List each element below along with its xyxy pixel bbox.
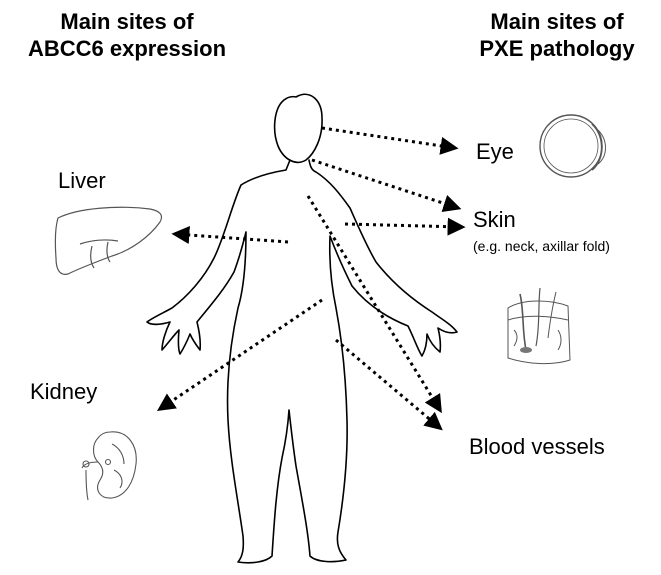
skin-icon (508, 288, 570, 364)
label-kidney: Kidney (30, 380, 97, 404)
arrow-to-skin (312, 160, 458, 208)
arrow-to-vessels-1 (308, 196, 440, 410)
arrow-to-skin-2 (345, 224, 462, 227)
arrow-to-eye (322, 128, 455, 148)
kidney-icon (82, 432, 136, 500)
label-eye: Eye (476, 140, 514, 164)
arrow-to-liver (175, 234, 288, 242)
label-blood-vessels: Blood vessels (469, 435, 605, 459)
arrow-to-kidney (160, 300, 322, 409)
liver-icon (55, 207, 161, 274)
label-skin-note: (e.g. neck, axillar fold) (473, 238, 610, 254)
label-skin: Skin (473, 208, 516, 232)
arrow-to-vessels-2 (336, 340, 440, 428)
label-liver: Liver (58, 169, 106, 193)
human-body-outline (147, 94, 457, 562)
arrows (160, 128, 462, 428)
eye-icon (540, 115, 606, 177)
